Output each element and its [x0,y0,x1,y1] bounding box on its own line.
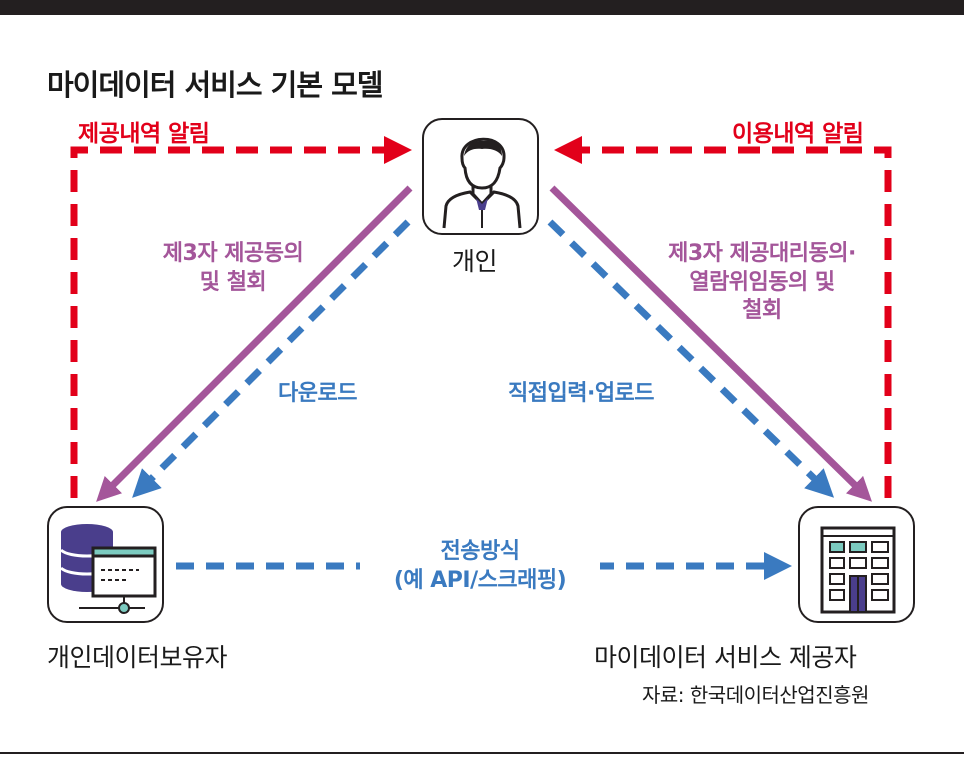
diagram-title: 마이데이터 서비스 기본 모델 [47,68,383,102]
consent-right-arrow [549,185,872,502]
person-icon [442,137,522,229]
transfer-line-1: 전송방식 [440,539,520,564]
consent-right-line-3: 철회 [742,298,782,324]
usage-notice-arrow [554,136,892,498]
consent-right-line-2: 열람위임동의 및 [689,269,835,295]
transfer-label: 전송방식 (예 API/스크래핑) [360,538,600,596]
consent-right-line-1: 제3자 제공대리동의· [668,241,856,266]
download-label: 다운로드 [278,381,357,406]
provider-node-box [798,506,915,623]
source-note: 자료: 한국데이터산업진흥원 [642,683,869,707]
download-arrow [132,219,411,498]
consent-left-label: 제3자 제공동의 및 철회 [138,240,328,297]
provide-notice-label: 제공내역 알림 [78,121,210,147]
holder-label: 개인데이터보유자 [47,643,228,672]
transfer-line-2: (예 API/스크래핑) [393,567,567,593]
bottom-rule [0,752,964,754]
usage-notice-label: 이용내역 알림 [732,121,864,147]
person-node-box [422,118,539,235]
consent-right-label: 제3자 제공대리동의· 열람위임동의 및 철회 [612,240,912,326]
person-label: 개인 [452,247,498,276]
provide-notice-arrow [70,136,412,498]
consent-left-line-1: 제3자 제공동의 [162,241,304,266]
provider-label: 마이데이터 서비스 제공자 [594,643,857,672]
database-server-icon [59,524,157,614]
top-bar [0,0,964,15]
upload-arrow [547,219,835,498]
direct-input-label: 직접입력·업로드 [508,381,655,406]
consent-left-arrow [96,185,413,502]
office-building-icon [820,526,896,614]
consent-left-line-2: 및 철회 [199,269,267,295]
holder-node-box [47,506,164,623]
